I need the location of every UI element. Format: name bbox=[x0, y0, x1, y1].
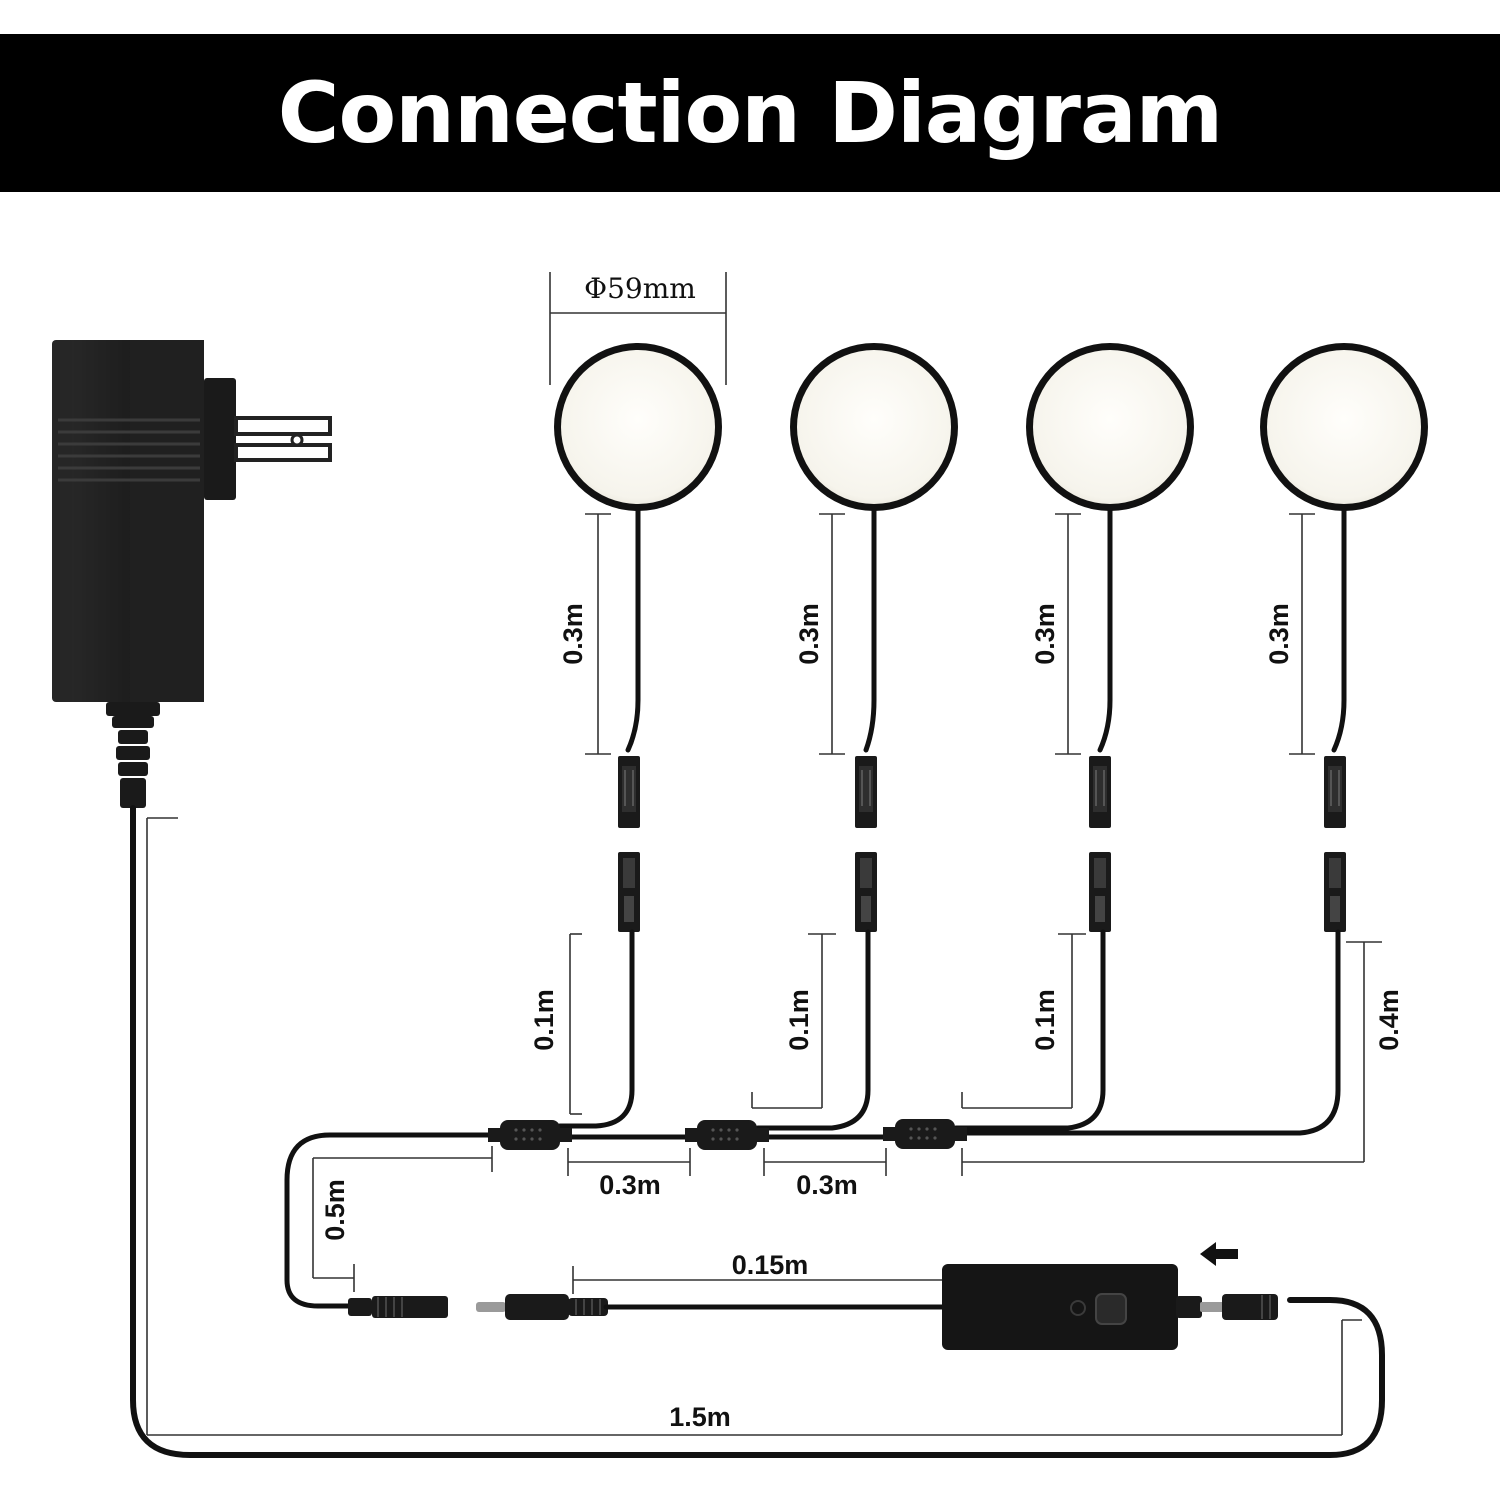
light-puck-3 bbox=[1026, 343, 1194, 753]
diameter-dimension bbox=[549, 272, 727, 385]
adapter-cable-length: 1.5m bbox=[669, 1402, 731, 1432]
power-adapter bbox=[52, 340, 332, 808]
splitter-connectors bbox=[618, 852, 1346, 932]
light-2-lead-length: 0.3m bbox=[794, 603, 824, 665]
arrow-left-icon bbox=[1200, 1242, 1238, 1266]
splitter-input-length: 0.5m bbox=[320, 1179, 350, 1241]
splitter-input-dimension bbox=[312, 1146, 493, 1292]
splitter-spacing-2: 0.3m bbox=[796, 1170, 858, 1200]
splitter-spacing-dimensions bbox=[567, 1148, 887, 1176]
splitter-cables bbox=[284, 929, 1341, 1309]
drop-dimensions bbox=[569, 933, 1382, 1176]
light-connectors bbox=[617, 755, 1347, 829]
inline-switch bbox=[476, 1264, 1278, 1350]
splitter-3 bbox=[883, 1119, 967, 1149]
diagram-title: Connection Diagram bbox=[277, 64, 1223, 162]
adapter-cable-dimension bbox=[146, 817, 1362, 1436]
light-3-lead-length: 0.3m bbox=[1030, 603, 1060, 665]
title-banner: Connection Diagram bbox=[0, 34, 1500, 192]
switch-cable-dimension bbox=[572, 1266, 942, 1294]
adapter-cable bbox=[130, 805, 1385, 1458]
light-3-drop-length: 0.1m bbox=[1030, 989, 1060, 1051]
light-1-lead-length: 0.3m bbox=[558, 603, 588, 665]
light-puck-4 bbox=[1260, 343, 1428, 753]
splitter-2 bbox=[685, 1120, 769, 1150]
light-1-drop-length: 0.1m bbox=[529, 989, 559, 1051]
switch-cable-length: 0.15m bbox=[732, 1250, 809, 1280]
dc-female-socket bbox=[348, 1296, 448, 1318]
light-puck-1 bbox=[554, 343, 722, 753]
splitter-spacing-1: 0.3m bbox=[599, 1170, 661, 1200]
light-4-drop-length: 0.4m bbox=[1374, 989, 1404, 1051]
light-puck-2 bbox=[790, 343, 958, 753]
lead-dimensions bbox=[585, 513, 1315, 755]
light-2-drop-length: 0.1m bbox=[784, 989, 814, 1051]
light-diameter: Φ59mm bbox=[584, 272, 696, 305]
light-4-lead-length: 0.3m bbox=[1264, 603, 1294, 665]
